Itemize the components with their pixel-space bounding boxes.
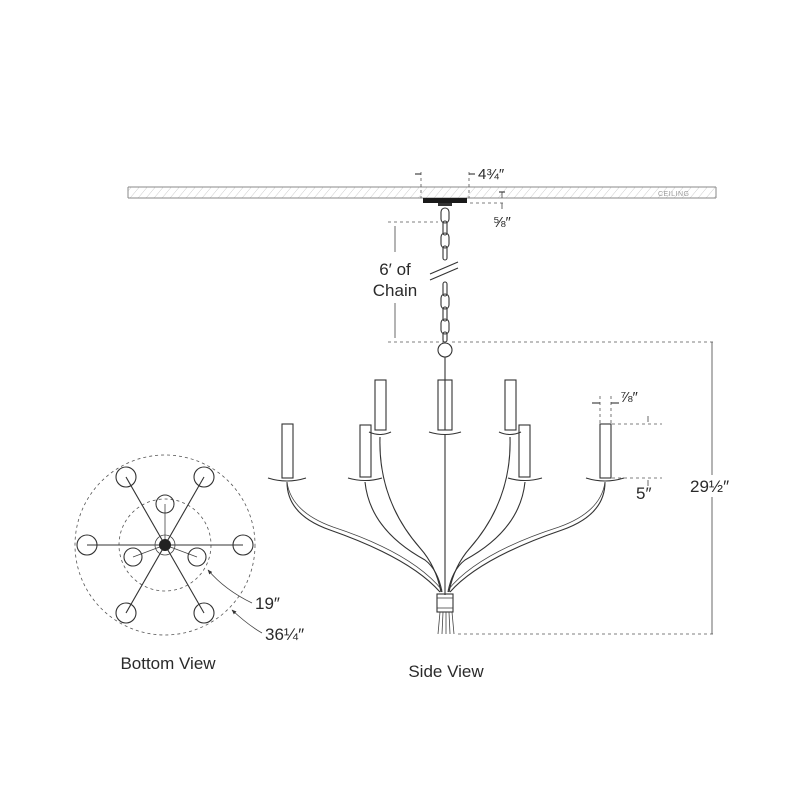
canopy (423, 198, 467, 206)
canopy-width-label: 4¾″ (478, 166, 505, 183)
candle-height-label: 5″ (636, 484, 651, 503)
bottom-view-chandelier (74, 454, 263, 636)
overall-height-label: 29½″ (690, 477, 729, 496)
candle-width-label: ⅞″ (620, 389, 639, 406)
outer-diameter-label: 36¼″ (265, 625, 304, 644)
chain-label-line1: 6′ of (379, 260, 411, 279)
bottom-view-caption: Bottom View (120, 654, 216, 673)
chain (429, 207, 459, 358)
chain-length-dimension (388, 221, 445, 343)
candle-height-dimension (612, 416, 662, 486)
canopy-height-label: ⅝″ (493, 214, 512, 231)
ceiling (127, 186, 717, 199)
canopy-width-dimension (415, 172, 475, 198)
side-view-caption: Side View (408, 662, 484, 681)
overall-height-dimension (452, 341, 716, 635)
side-view-chandelier (267, 357, 625, 635)
canopy-height-dimension (470, 191, 505, 209)
ceiling-label: CEILING (658, 191, 690, 198)
candle-width-dimension (592, 396, 619, 424)
inner-diameter-label: 19″ (255, 594, 280, 613)
chain-label-line2: Chain (373, 281, 417, 300)
